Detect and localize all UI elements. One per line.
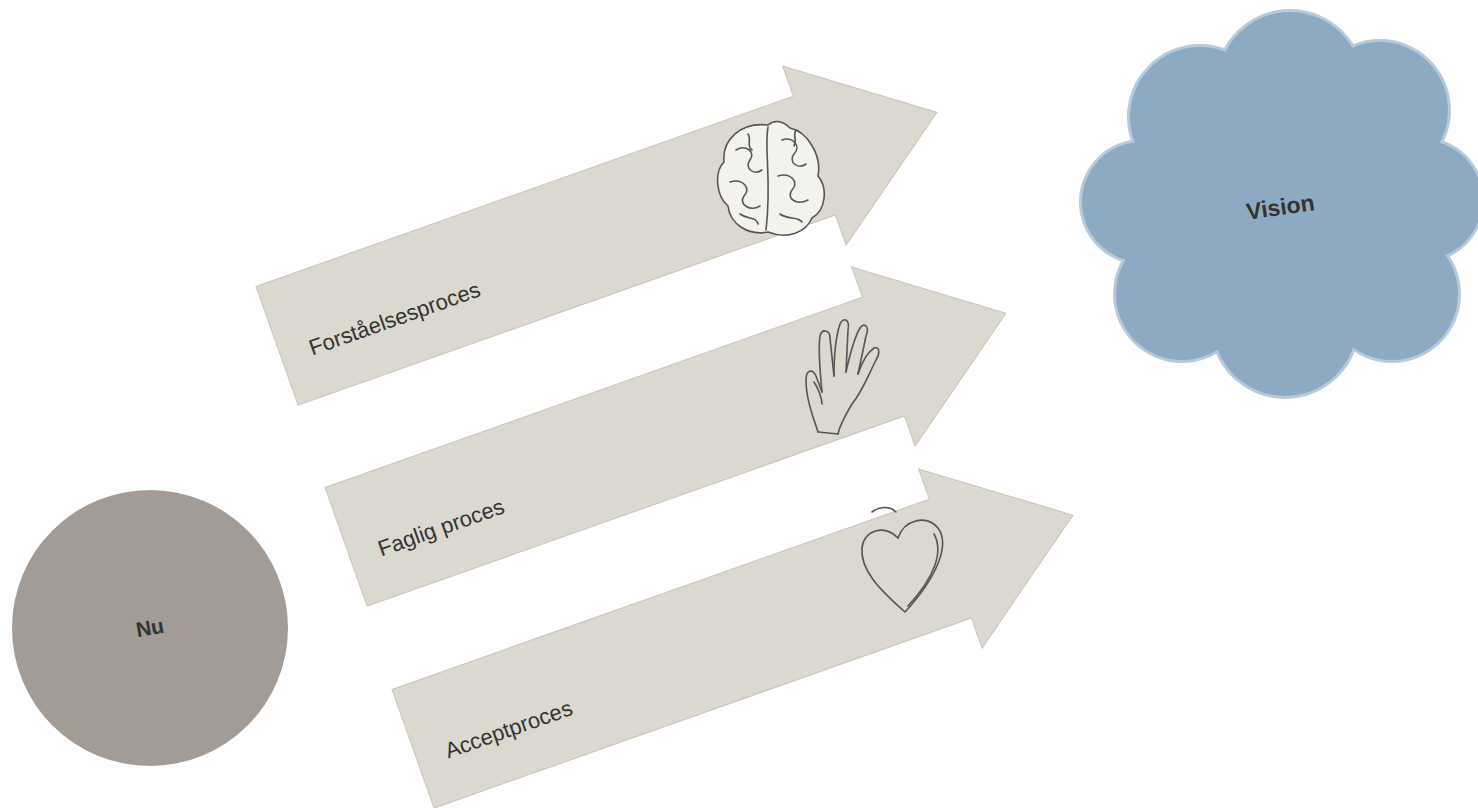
node-label: Nu <box>134 614 166 642</box>
now-circle: Nu <box>10 488 290 768</box>
circle-fill <box>12 490 288 766</box>
cloud-lobe <box>1082 142 1202 262</box>
vision-cloud: Vision <box>1080 12 1478 402</box>
arrow-fill <box>381 426 1104 808</box>
